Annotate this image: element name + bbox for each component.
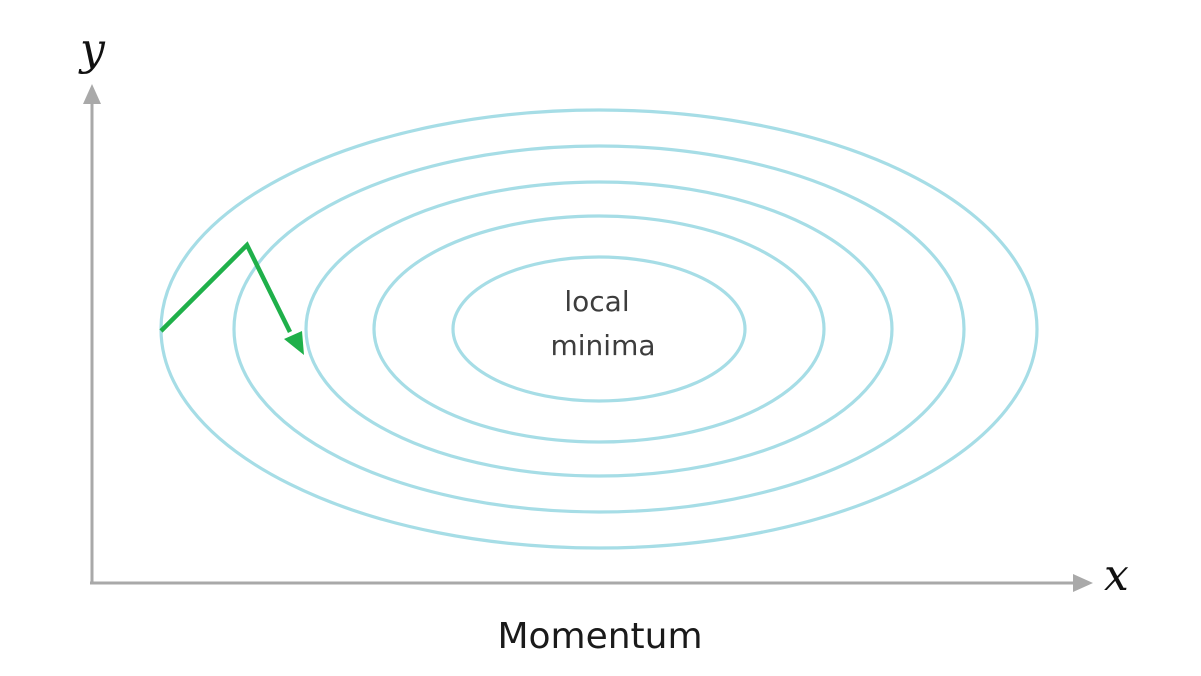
momentum-path	[159, 241, 304, 355]
y-axis-label: y	[78, 24, 106, 75]
momentum-path-line	[159, 241, 293, 333]
diagram-caption: Momentum	[497, 616, 702, 657]
contour-ring-4	[372, 214, 826, 444]
local-minima-label-line2: minima	[550, 329, 655, 362]
arrow-head-icon	[284, 331, 304, 355]
axes: y x	[78, 24, 1129, 601]
x-axis-arrow-icon	[1073, 574, 1093, 592]
y-axis-arrow-icon	[83, 84, 101, 104]
x-axis-label: x	[1104, 550, 1129, 601]
contour-ring-5	[451, 255, 747, 403]
local-minima-label-line1: local	[564, 285, 629, 318]
contour-ring-3	[304, 180, 894, 478]
contour-ring-2	[232, 144, 966, 514]
